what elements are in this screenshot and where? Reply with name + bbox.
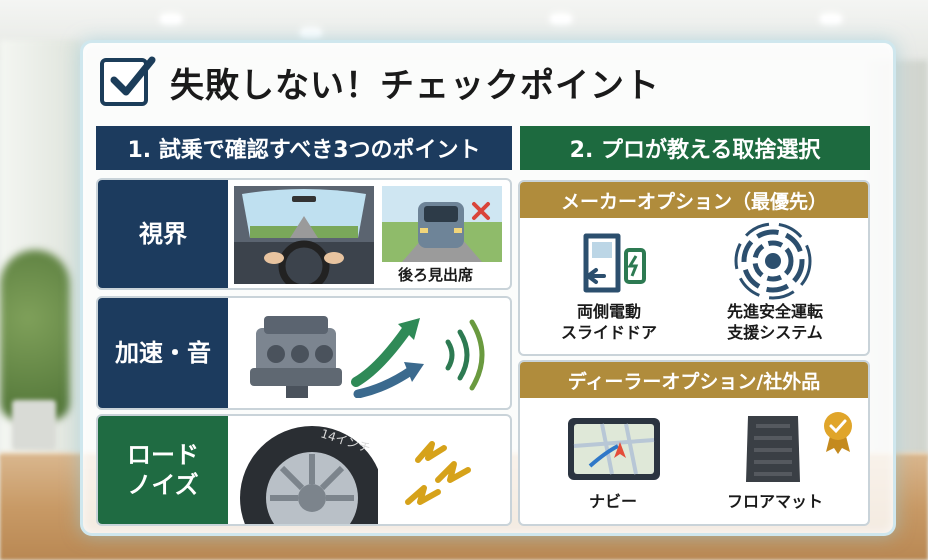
plant-image xyxy=(0,250,70,420)
sound-wave-icon xyxy=(445,319,485,391)
title-row: 失敗しない！チェックポイント xyxy=(100,52,660,112)
dealer-options-card: ディーラーオプション/社外品 ナビー フロアマット xyxy=(518,360,870,526)
noise-lightning-icon xyxy=(405,441,471,505)
section2-heading: 2. プロが教える取捨選択 xyxy=(520,126,870,170)
row-acceleration-sound: 加速・音 xyxy=(96,296,512,410)
rear-view-caption: 後ろ見出席 xyxy=(398,266,474,284)
rear-view-car-image xyxy=(382,186,502,262)
row-label-road-noise: ロード ノイズ xyxy=(98,416,228,524)
maker-options-card: メーカーオプション（最優先） 両側電動 スライドドア 先進安全運転 支援システム xyxy=(518,180,870,356)
floor-mat-label: フロアマット xyxy=(726,492,823,511)
engine-icon xyxy=(250,316,342,398)
row-label-acceleration: 加速・音 xyxy=(98,298,228,408)
navigation-icon xyxy=(568,418,660,480)
maker-options-heading: メーカーオプション（最優先） xyxy=(520,182,868,218)
row-label-visibility: 視界 xyxy=(98,180,228,288)
acceleration-arrow-icon xyxy=(351,318,424,398)
row-visibility: 視界 後ろ見出席 xyxy=(96,178,512,290)
checkmark-icon xyxy=(100,56,156,106)
adas-label: 先進安全運転 支援システム xyxy=(726,302,823,342)
safety-sensor-icon xyxy=(734,222,812,300)
page-title: 失敗しない！チェックポイント xyxy=(170,65,660,106)
navigation-label: ナビー xyxy=(588,492,637,511)
dealer-options-heading: ディーラーオプション/社外品 xyxy=(520,362,868,398)
floor-mat-icon xyxy=(746,416,800,482)
sliding-door-icon xyxy=(583,233,646,293)
row-road-noise: ロード ノイズ 14インチ xyxy=(96,414,512,526)
windshield-view-image xyxy=(234,186,374,284)
award-badge-icon xyxy=(824,412,852,454)
section1-heading: 1. 試乗で確認すべき3つのポイント xyxy=(96,126,512,170)
power-slide-door-label: 両側電動 スライドドア xyxy=(560,302,657,342)
tire-icon xyxy=(240,426,378,524)
